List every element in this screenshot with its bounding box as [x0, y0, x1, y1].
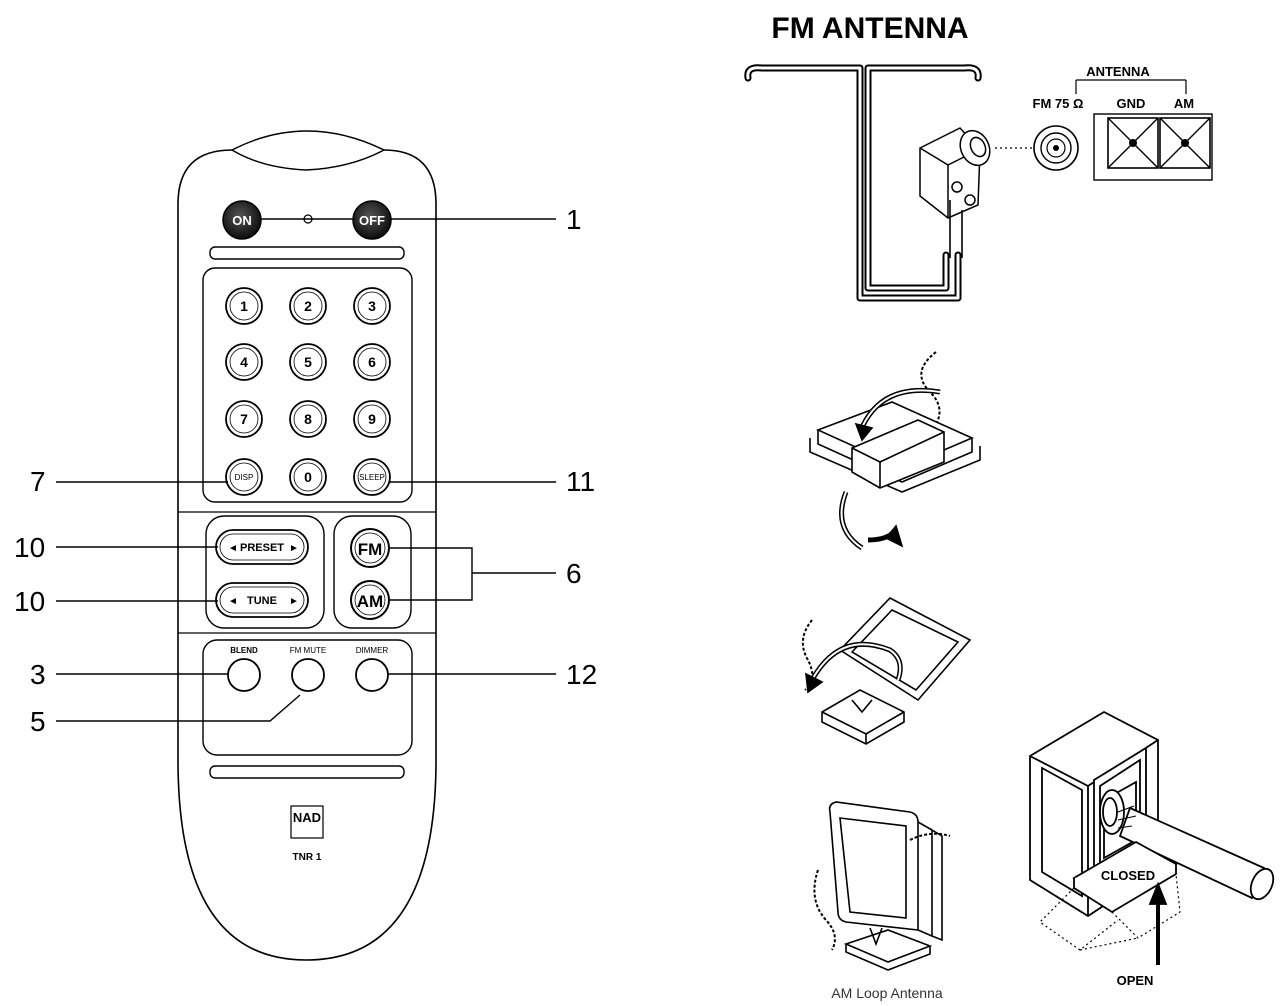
model-label: TNR 1: [293, 852, 322, 863]
digit-6-button[interactable]: 6: [353, 343, 391, 381]
tune-button[interactable]: ◄ TUNE ►: [215, 582, 309, 618]
brand-logo: NAD: [290, 805, 324, 839]
fm-port-label: FM 75 Ω: [1033, 96, 1084, 111]
preset-button[interactable]: ◄ PRESET ►: [215, 529, 309, 565]
svg-text:7: 7: [240, 411, 248, 427]
fm-dipole-antenna: [744, 64, 982, 302]
power-off-button[interactable]: OFF: [352, 200, 392, 240]
digit-3-button[interactable]: 3: [353, 287, 391, 325]
blend-button[interactable]: [227, 658, 261, 692]
antenna-terminal-panel: [1075, 79, 1213, 181]
power-on-label: ON: [232, 213, 252, 228]
am-loop-assembly-step-1: [809, 351, 981, 551]
blend-label: BLEND: [230, 646, 258, 655]
callout-10-tune: 10: [14, 586, 45, 617]
svg-text:SLEEP: SLEEP: [359, 473, 385, 482]
fm-mute-button[interactable]: [291, 658, 325, 692]
callout-1: 1: [566, 204, 582, 235]
closed-label: CLOSED: [1101, 868, 1155, 883]
svg-text:1: 1: [240, 298, 248, 314]
disp-button[interactable]: DISP: [225, 458, 263, 496]
am-band-button[interactable]: AM: [350, 580, 390, 620]
antenna-panel-title: ANTENNA: [1086, 64, 1150, 79]
callout-7: 7: [30, 466, 46, 497]
bottom-slot: [209, 765, 405, 779]
callout-5: 5: [30, 706, 46, 737]
top-slot: [209, 246, 405, 260]
svg-text:9: 9: [368, 411, 376, 427]
digit-7-button[interactable]: 7: [225, 400, 263, 438]
function-panel: [202, 639, 413, 756]
digit-1-button[interactable]: 1: [225, 287, 263, 325]
terminal-closeup: [1029, 710, 1275, 965]
fm-band-button[interactable]: FM: [350, 528, 390, 568]
digit-0-button[interactable]: 0: [289, 458, 327, 496]
svg-text:0: 0: [304, 469, 312, 485]
digit-2-button[interactable]: 2: [289, 287, 327, 325]
svg-text:DISP: DISP: [235, 473, 254, 482]
arrow-left-icon: ◄: [228, 543, 238, 554]
callout-10-preset: 10: [14, 532, 45, 563]
callout-6: 6: [566, 558, 582, 589]
am-loop-assembly-step-2: [801, 597, 972, 745]
arrow-left-icon: ◄: [228, 596, 238, 607]
open-label: OPEN: [1117, 973, 1154, 988]
am-loop-caption: AM Loop Antenna: [831, 985, 943, 1001]
svg-text:FM: FM: [358, 540, 383, 559]
digit-8-button[interactable]: 8: [289, 400, 327, 438]
arrow-right-icon: ►: [289, 596, 299, 607]
tune-label: TUNE: [247, 595, 277, 607]
keypad-panel: [202, 267, 413, 503]
am-terminal-label: AM: [1174, 96, 1194, 111]
svg-text:8: 8: [304, 411, 312, 427]
digit-4-button[interactable]: 4: [225, 343, 263, 381]
sleep-button[interactable]: SLEEP: [353, 458, 391, 496]
digit-5-button[interactable]: 5: [289, 343, 327, 381]
callout-lines: [56, 218, 556, 722]
am-loop-antenna: [813, 801, 951, 971]
power-off-label: OFF: [359, 213, 385, 228]
dimmer-label: DIMMER: [356, 646, 389, 655]
svg-text:NAD: NAD: [293, 810, 321, 825]
fm-75-ohm-port: [1033, 125, 1079, 171]
fm-mute-label: FM MUTE: [290, 646, 326, 655]
svg-text:5: 5: [304, 354, 312, 370]
callout-3: 3: [30, 659, 46, 690]
remote-control: ON OFF 1 2 3 4 5 6 7 8 9 DISP 0 SLEEP: [177, 130, 437, 961]
svg-text:AM: AM: [357, 592, 383, 611]
arrow-right-icon: ►: [289, 543, 299, 554]
power-on-button[interactable]: ON: [222, 200, 262, 240]
svg-text:2: 2: [304, 298, 312, 314]
digit-9-button[interactable]: 9: [353, 400, 391, 438]
preset-label: PRESET: [240, 542, 284, 554]
fm-antenna-title: FM ANTENNA: [771, 12, 968, 45]
svg-text:6: 6: [368, 354, 376, 370]
svg-text:4: 4: [240, 354, 248, 370]
svg-text:3: 3: [368, 298, 376, 314]
gnd-label: GND: [1117, 96, 1146, 111]
balun-adapter: [919, 127, 991, 258]
dimmer-button[interactable]: [355, 658, 389, 692]
callout-12: 12: [566, 659, 597, 690]
callout-11: 11: [566, 466, 595, 497]
